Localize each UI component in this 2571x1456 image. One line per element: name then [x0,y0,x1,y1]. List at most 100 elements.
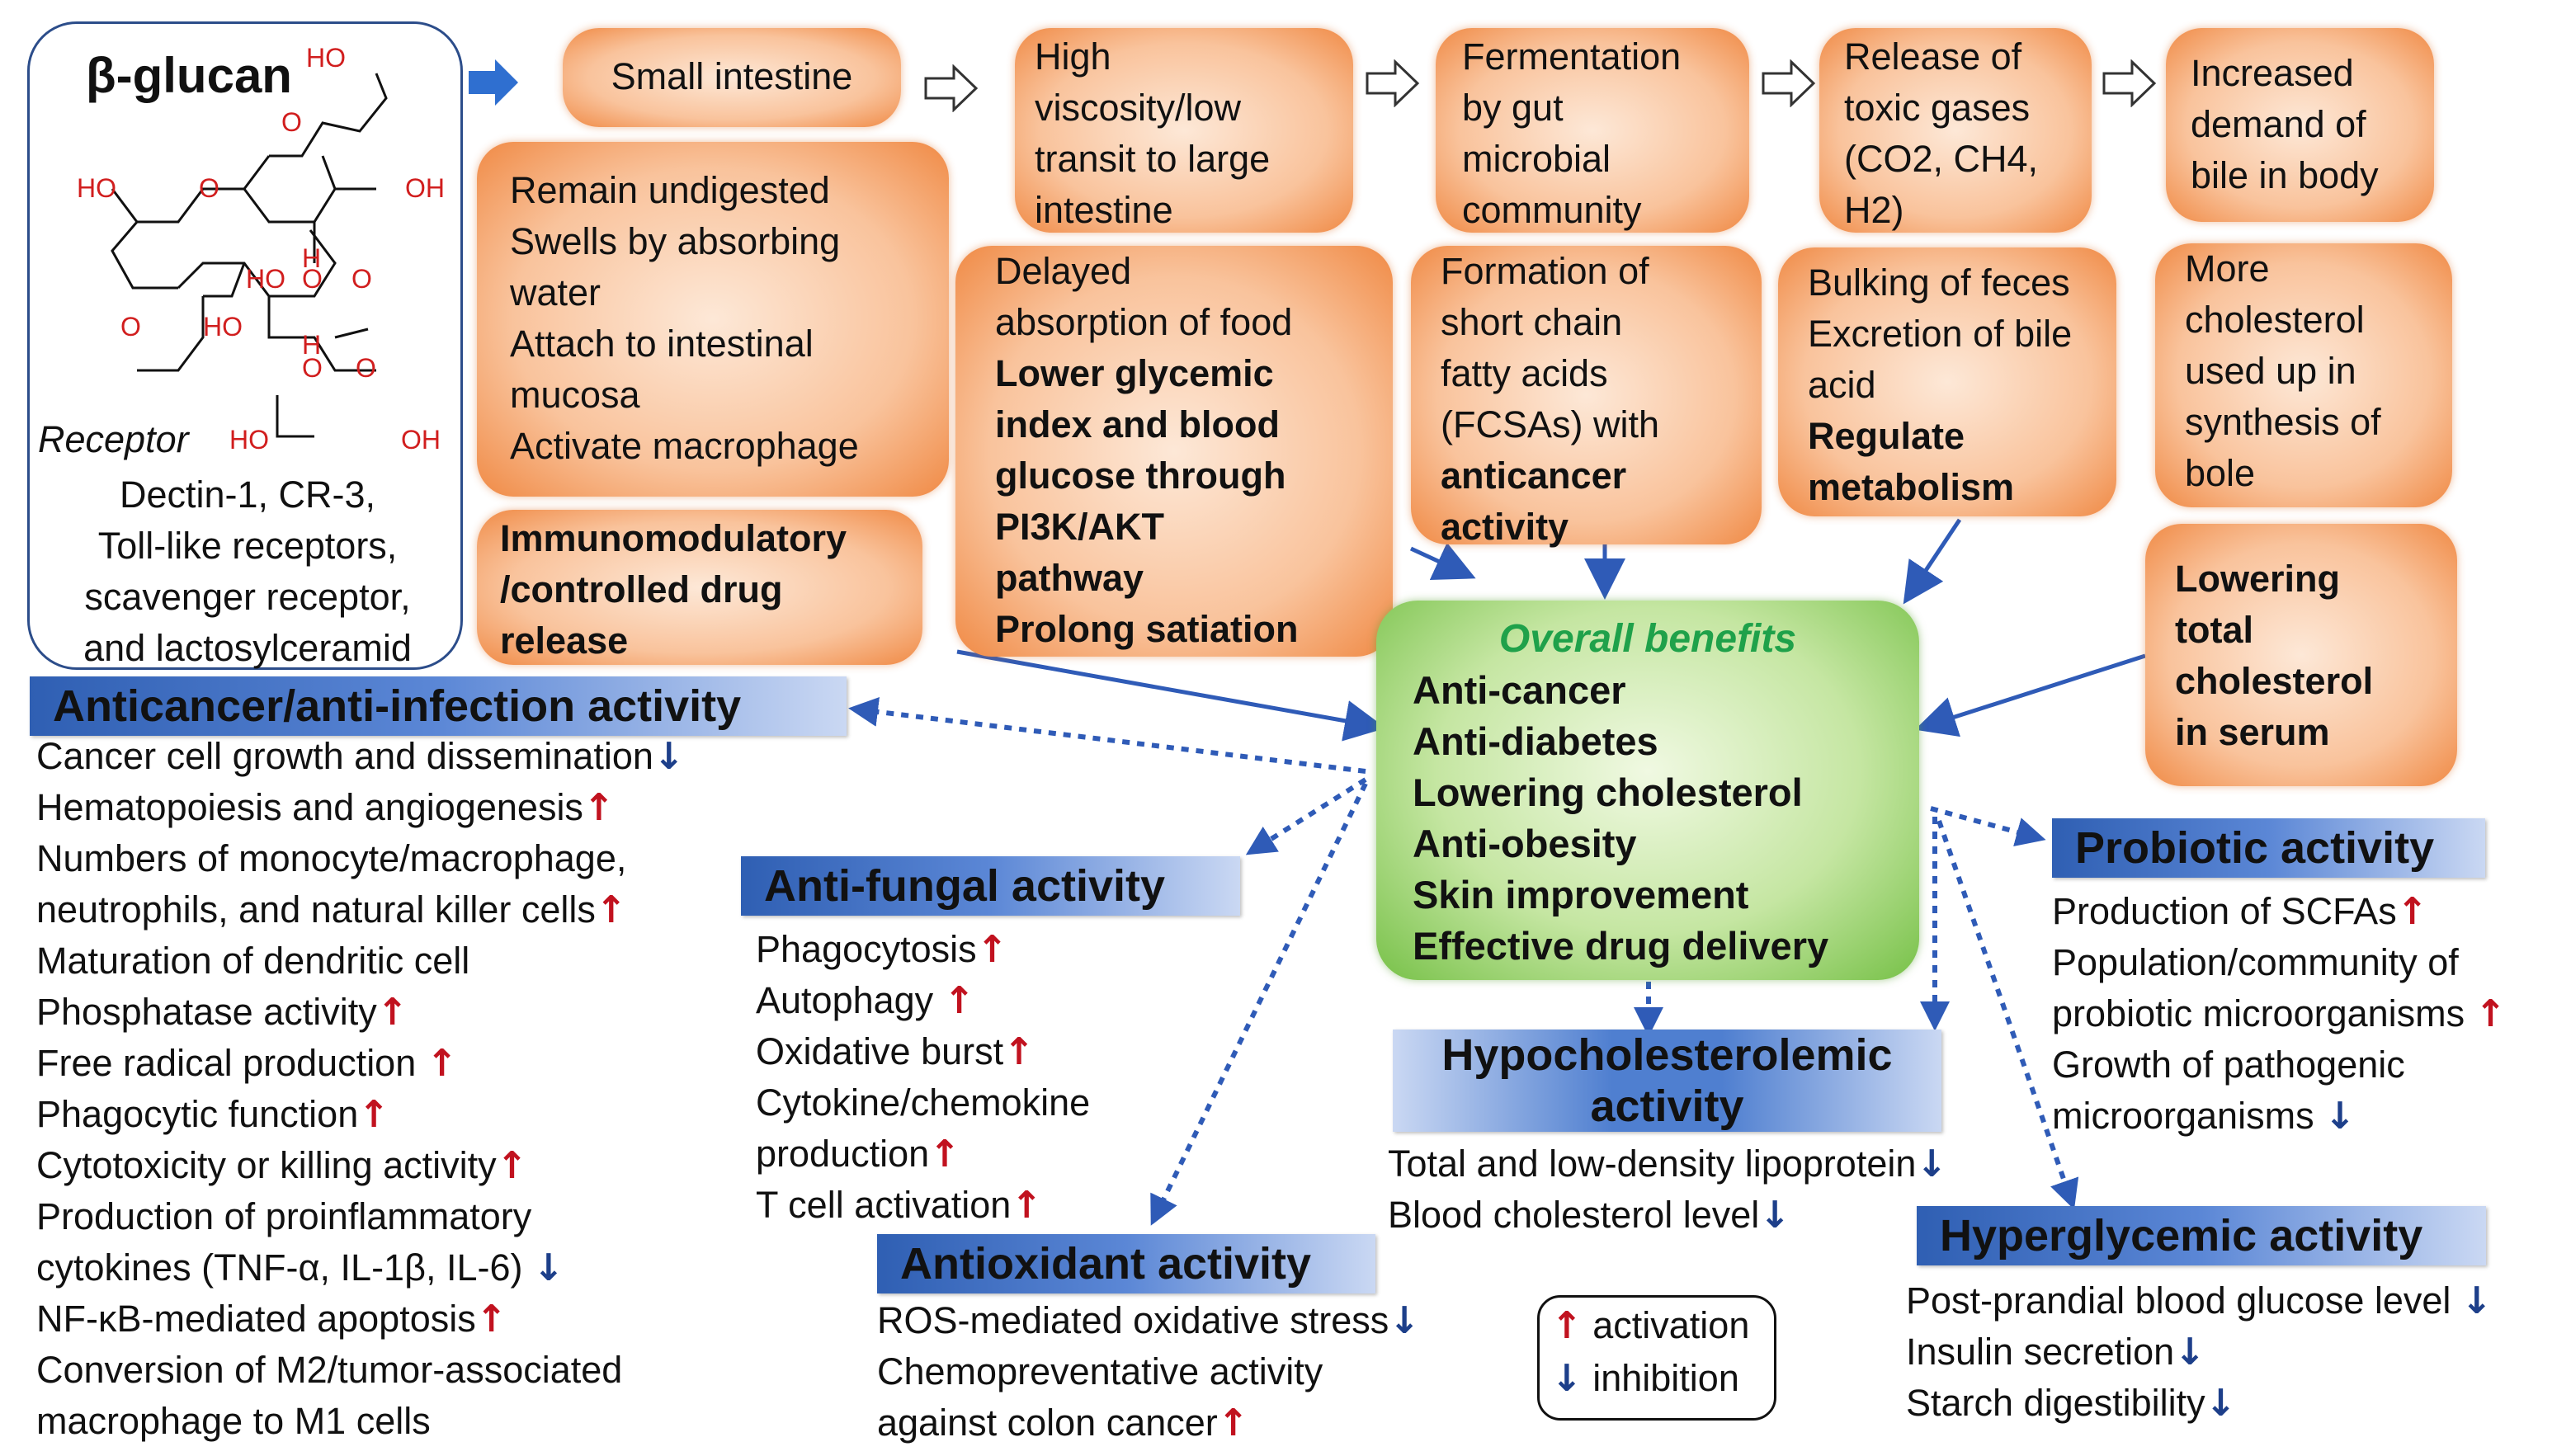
atom-o-6: O [302,353,323,383]
hyperglycemic-item-text: Insulin secretion [1906,1331,2175,1373]
hypocholesterolemic-item: Total and low-density lipoprotein↓ [1388,1138,1947,1190]
up-arrow-icon: ↑ [943,978,975,1022]
hypocholesterolemic-item-text: Blood cholesterol level [1388,1194,1760,1236]
probiotic-item-text: microorganisms [2052,1095,2325,1137]
atom-o-4: O [351,264,372,294]
probiotic-item: Growth of pathogenic [2052,1039,2506,1091]
anticancer-item: Phagocytic function↑ [36,1089,685,1140]
hyperglycemic-list: Post-prandial blood glucose level ↓Insul… [1906,1275,2493,1429]
up-arrow-icon: ↑ [583,785,615,829]
antioxidant-item-text: against colon cancer [877,1402,1218,1444]
atom-o-2: O [199,173,219,203]
anticancer-item: Cytotoxicity or killing activity↑ [36,1140,685,1191]
up-arrow-icon: ↑ [1011,1183,1043,1227]
antifungal-item: Phagocytosis↑ [756,924,1090,975]
atom-oh-right: OH [405,173,445,203]
hyperglycemic-item: Starch digestibility↓ [1906,1378,2493,1429]
atom-ho-bottom: HO [229,425,269,453]
down-arrow-icon: ↓ [1916,1142,1948,1185]
down-arrow-icon: ↓ [1759,1193,1790,1237]
hollow-arrow-icon [1366,59,1420,107]
atom-oh-bottom: OH [401,425,441,453]
down-arrow-icon: ↓ [533,1246,564,1289]
anticancer-item: Free radical production ↑ [36,1038,685,1089]
benefit-item: Anti-cancer [1413,668,1626,712]
antifungal-item: T cell activation↑ [756,1180,1090,1231]
effect-scfa-formation: Formation of short chain fatty acids (FC… [1411,246,1762,548]
anticancer-item: Production of proinflammatory [36,1191,685,1242]
hollow-arrow-icon [924,64,979,112]
overall-benefits-list: Anti-cancer Anti-diabetes Lowering chole… [1413,665,1883,972]
flow-release-gases: Release of toxic gases (CO2, CH4, H2) [1819,28,2092,233]
antioxidant-item: ROS-mediated oxidative stress↓ [877,1295,1420,1346]
atom-ho-lower: HO [203,312,243,342]
hyperglycemic-item: Post-prandial blood glucose level ↓ [1906,1275,2493,1326]
atom-o-7: O [356,353,376,383]
hyperglycemic-item-text: Post-prandial blood glucose level [1906,1279,2461,1322]
benefit-item: Skin improvement [1413,873,1749,916]
antifungal-item-text: Oxidative burst [756,1030,1004,1072]
hyperglycemic-item: Insulin secretion↓ [1906,1326,2493,1378]
dotted-to-probiotic [1930,806,2046,847]
atom-h-2: H [302,330,321,360]
antioxidant-header: Antioxidant activity [877,1234,1375,1293]
probiotic-item: Production of SCFAs↑ [2052,886,2506,937]
up-arrow-icon: ↑ [2396,889,2428,933]
anticancer-item: Numbers of monocyte/macrophage, [36,833,685,884]
anticancer-item-text: Conversion of M2/tumor-associated [36,1349,623,1391]
dotted-to-anticancer [848,697,1366,774]
hypocholesterolemic-item-text: Total and low-density lipoprotein [1388,1143,1917,1185]
atom-h-1: H [302,243,321,273]
antifungal-item-text: Cytokine/chemokine [756,1081,1091,1124]
anticancer-item: NF-κB-mediated apoptosis↑ [36,1293,685,1345]
flow-bile-demand: Increased demand of bile in body [2166,28,2434,222]
benefit-item: Anti-obesity [1413,822,1637,865]
benefit-item: Lowering cholesterol [1413,770,1803,814]
antifungal-header: Anti-fungal activity [741,856,1240,916]
down-arrow-icon: ↓ [2324,1094,2356,1138]
probiotic-item-text: Production of SCFAs [2052,890,2397,932]
anticancer-item: Phosphatase activity↑ [36,987,685,1038]
antioxidant-item: Chemopreventative activity [877,1346,1420,1397]
legend-activation: ↑ activation [1551,1303,1750,1347]
antifungal-item: Cytokine/chemokine [756,1077,1090,1129]
hypocholesterolemic-item: Blood cholesterol level↓ [1388,1190,1947,1241]
antioxidant-item-text: Chemopreventative activity [877,1350,1323,1392]
effect-delayed-absorption: Delayed absorption of food Lower glycemi… [955,246,1393,657]
hollow-arrow-icon [2102,59,2157,107]
legend-box: ↑ activation ↓ inhibition [1537,1295,1776,1421]
arrow-delayed-to-overall [1409,542,1476,581]
up-arrow-icon: ↑ [426,1041,458,1085]
anticancer-item: Conversion of M2/tumor-associated [36,1345,685,1396]
anticancer-item-text: neutrophils, and natural killer cells [36,888,596,931]
receptor-line: scavenger receptor, [84,576,411,618]
dotted-to-hyperglycemic [1937,820,2079,1210]
atom-ho-mid: HO [246,264,285,294]
probiotic-item: microorganisms ↓ [2052,1091,2506,1142]
hypocholesterolemic-header: Hypocholesterolemic activity [1393,1030,1941,1132]
flow-fermentation: Fermentation by gut microbial community [1436,28,1749,233]
dotted-to-antifungal [1245,777,1367,855]
antifungal-item: production↑ [756,1129,1090,1180]
atom-o-5: O [120,312,141,342]
probiotic-item-text: Population/community of [2052,941,2459,983]
anticancer-item: Hematopoiesis and angiogenesis↑ [36,782,685,833]
down-arrow-icon: ↓ [2174,1330,2205,1374]
blue-flow-arrow-icon [469,59,518,106]
hypocholesterolemic-list: Total and low-density lipoprotein↓Blood … [1388,1138,1947,1241]
effect-immunomodulatory: Immunomodulatory /controlled drug releas… [477,510,922,665]
probiotic-item: probiotic microorganisms ↑ [2052,988,2506,1039]
anticancer-item: cytokines (TNF-α, IL-1β, IL-6) ↓ [36,1242,685,1293]
atom-ho-left: HO [77,173,116,203]
dotted-to-antioxidant [1150,782,1368,1226]
probiotic-list: Production of SCFAs↑Population/community… [2052,886,2506,1142]
antifungal-list: Phagocytosis↑Autophagy ↑Oxidative burst↑… [756,924,1090,1231]
receptor-line: Dectin-1, CR-3, [119,474,376,516]
hyperglycemic-header: Hyperglycemic activity [1917,1206,2486,1265]
effect-lowering-cholesterol: Lowering total cholesterol in serum [2145,524,2457,786]
up-arrow-icon: ↑ [929,1132,960,1176]
down-arrow-icon: ↓ [2460,1279,2493,1322]
hypocholesterolemic-title-line: activity [1590,1081,1744,1131]
down-arrow-icon: ↓ [653,734,685,778]
